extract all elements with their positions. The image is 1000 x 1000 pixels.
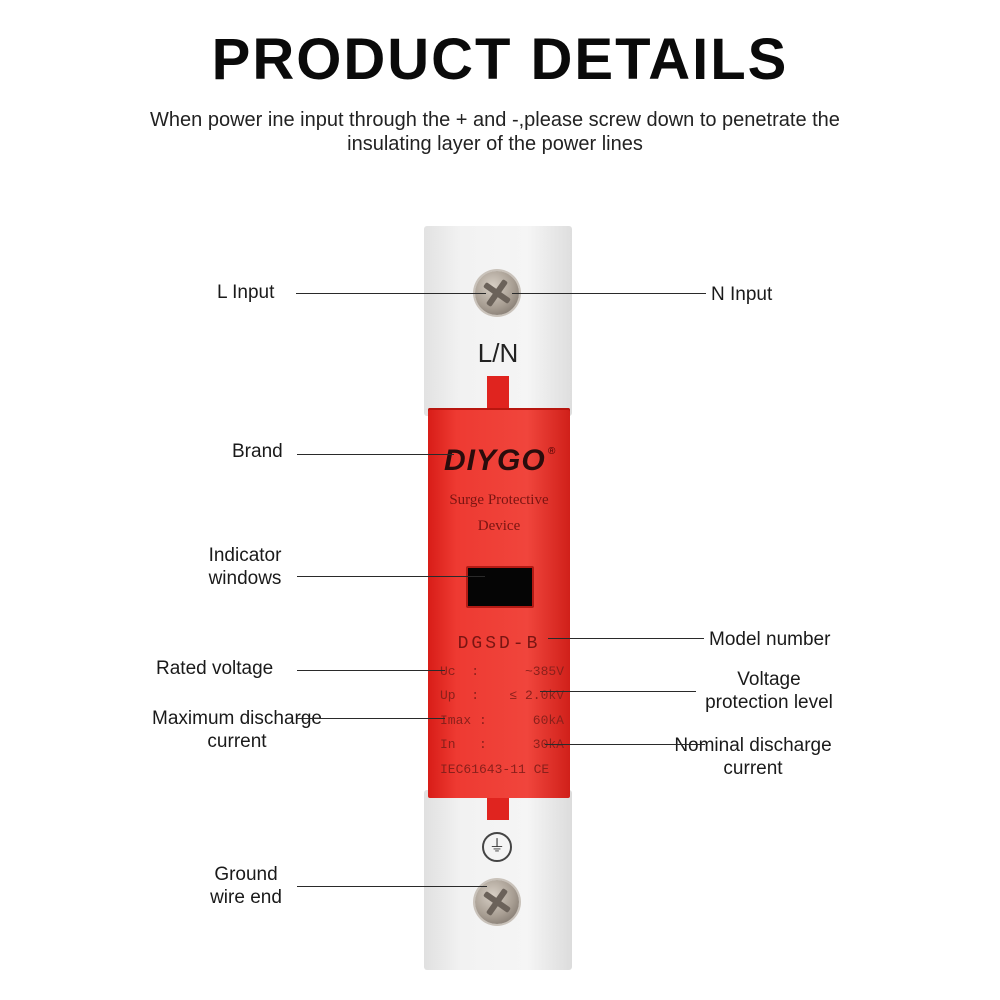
leader-line [297, 670, 445, 671]
leader-line [540, 691, 696, 692]
leader-line [297, 886, 487, 887]
callout-indicator-windows: Indicator windows [208, 545, 282, 589]
model-text: DGSD-B [457, 634, 541, 654]
bottom-connector-tab [487, 796, 509, 820]
spec-value: 60kA [532, 713, 564, 728]
callout-maximum-discharge: Maximum discharge current [152, 708, 322, 752]
product-name: Surge Protective Device [449, 492, 549, 534]
leader-line [512, 293, 706, 294]
leader-line [297, 576, 485, 577]
terminal-label: L/N [477, 338, 519, 368]
spec-value: 30kA [532, 737, 564, 752]
callout-voltage-protection: Voltage protection level [705, 669, 833, 713]
ground-terminal-screw-icon [475, 880, 519, 924]
leader-line [548, 638, 704, 639]
standard-text: IEC61643-11 CE [440, 762, 550, 777]
spec-key: Up : [440, 688, 480, 703]
leader-line [297, 718, 445, 719]
callout-nominal-discharge: Nominal discharge current [674, 735, 832, 779]
callout-model-number: Model number [709, 629, 831, 650]
leader-line [545, 744, 705, 745]
spec-value: ~385V [524, 664, 564, 679]
ground-symbol-icon: ⏚ [482, 832, 512, 862]
brand-logo: DIYGO [444, 444, 546, 477]
page-title: PRODUCT DETAILS [211, 27, 789, 92]
spec-key: In : [440, 737, 487, 752]
spec-key: Uc : [440, 664, 480, 679]
callout-ground-wire-end: Ground wire end [210, 864, 282, 908]
callout-l-input: L Input [217, 282, 275, 303]
top-connector-tab [487, 376, 509, 410]
leader-line [297, 454, 454, 455]
leader-line [296, 293, 486, 294]
callout-rated-voltage: Rated voltage [156, 658, 274, 679]
registered-mark: ® [548, 446, 556, 457]
indicator-window [466, 566, 534, 608]
callout-brand: Brand [232, 441, 283, 462]
page-subtitle: When power ine input through the + and -… [150, 109, 840, 155]
callout-n-input: N Input [711, 284, 773, 305]
spec-key: Imax : [440, 713, 487, 728]
